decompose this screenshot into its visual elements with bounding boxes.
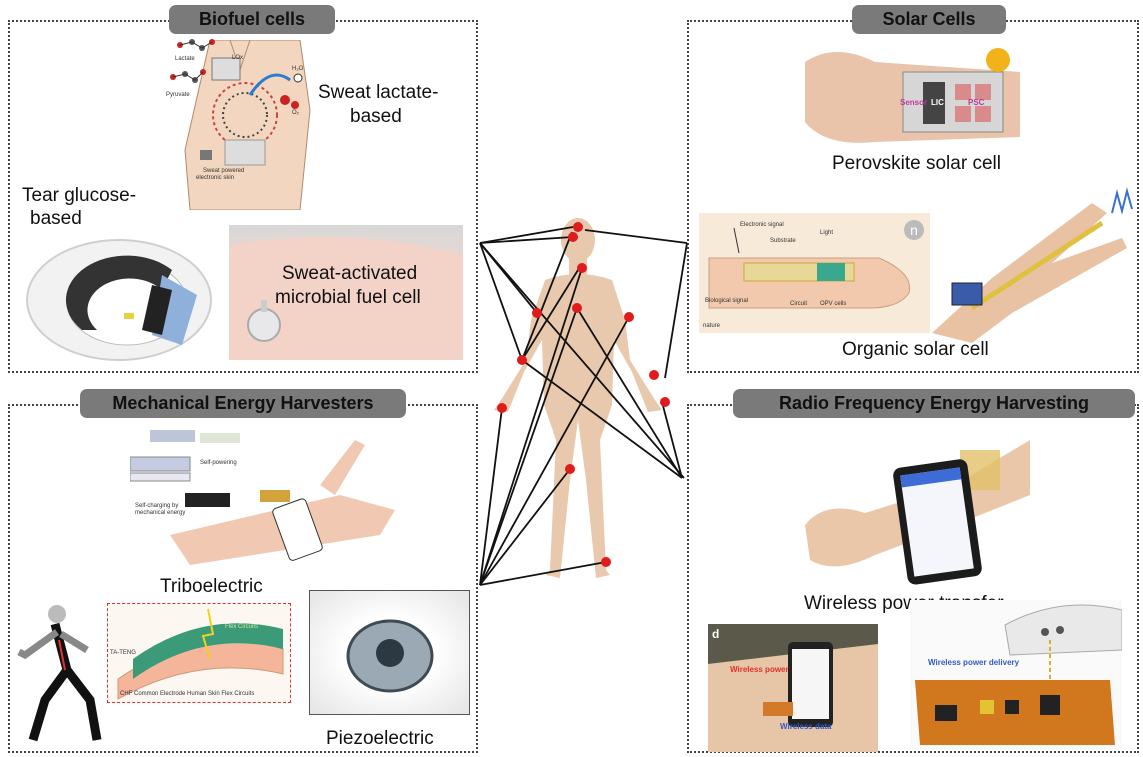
teng-label: TA-TENG — [110, 650, 136, 656]
marker-head — [573, 222, 583, 232]
marker-chest — [572, 303, 582, 313]
nature-n-logo: n — [904, 220, 924, 240]
oxygen-label: O₂ — [292, 110, 299, 116]
marker-shoulder-left — [532, 308, 542, 318]
lic-label: LIC — [931, 98, 944, 107]
marker-wrist-right — [649, 370, 659, 380]
marker-eye — [568, 232, 578, 242]
contact-lens-illustration — [22, 235, 217, 365]
organic-hand-illustration — [932, 183, 1137, 343]
wireless-data-label: Wireless data — [780, 722, 832, 731]
circuit-label: Circuit — [790, 301, 807, 307]
mechanical-title: Mechanical Energy Harvesters — [80, 389, 406, 418]
panel-d-label: d — [712, 627, 719, 641]
rf-title: Radio Frequency Energy Harvesting — [733, 389, 1135, 418]
arm-phone-illustration — [805, 425, 1030, 590]
sweat-lactate-caption-1: Sweat lactate- — [318, 82, 438, 104]
tear-glucose-caption-1: Tear glucose- — [22, 185, 136, 207]
substrate-label: Substrate — [770, 238, 796, 244]
marker-hand-left — [497, 403, 507, 413]
organic-finger-illustration — [699, 213, 930, 333]
human-body-figure — [494, 218, 662, 578]
marker-arm-right — [624, 312, 634, 322]
pyruvate-molecule — [165, 62, 210, 92]
electronic-skin-label: electronic skin — [196, 175, 234, 181]
piezoelectric-illustration — [309, 590, 470, 715]
light-label: Light — [820, 230, 833, 236]
triboelectric-caption: Triboelectric — [160, 576, 263, 598]
wireless-power-delivery-label: Wireless power delivery — [928, 658, 1019, 667]
wireless-phone-photo — [708, 624, 878, 752]
marker-neck — [577, 263, 587, 273]
biological-signal-label: Biological signal — [705, 298, 748, 304]
runner-illustration — [15, 600, 107, 745]
microbial-caption-2: microbial fuel cell — [275, 287, 421, 309]
psc-label: PSC — [968, 98, 984, 107]
nature-label: nature — [703, 323, 720, 329]
marker-knee — [565, 464, 575, 474]
perovskite-caption: Perovskite solar cell — [832, 153, 1001, 175]
organic-caption: Organic solar cell — [842, 339, 989, 361]
tear-glucose-caption-2: based — [30, 208, 82, 230]
wireless-delivery-illustration — [910, 600, 1122, 750]
solar-cells-title: Solar Cells — [852, 5, 1006, 34]
teng-legend: CHF Common Electrode Human Skin Flex Cir… — [120, 691, 254, 697]
marker-dots — [497, 222, 670, 567]
marker-hand-right — [660, 397, 670, 407]
self-charging-label-1: Self-charging by — [135, 503, 178, 509]
self-charging-label-2: mechanical energy — [135, 510, 185, 516]
opv-cells-label: OPV cells — [820, 301, 846, 307]
flex-circuits-label: Flex Circuits — [225, 624, 258, 630]
electronic-signal-label: Electronic signal — [740, 222, 784, 228]
marker-elbow-left — [517, 355, 527, 365]
triboelectric-illustration — [130, 425, 400, 570]
sensor-label: Sensor — [900, 98, 927, 107]
perovskite-illustration — [805, 42, 1020, 147]
marker-ankle — [601, 557, 611, 567]
wireless-power-label: Wireless power — [730, 665, 789, 674]
pyruvate-label: Pyruvate — [166, 92, 190, 98]
water-label: H₂O — [292, 66, 303, 72]
microbial-caption-1: Sweat-activated — [282, 263, 417, 285]
sweat-powered-label: Sweat powered — [203, 168, 244, 174]
sweat-lactate-caption-2: based — [350, 106, 402, 128]
piezoelectric-caption: Piezoelectric — [326, 728, 434, 750]
self-powering-label: Self-powering — [200, 460, 237, 466]
lox-label: LOx — [232, 55, 243, 61]
